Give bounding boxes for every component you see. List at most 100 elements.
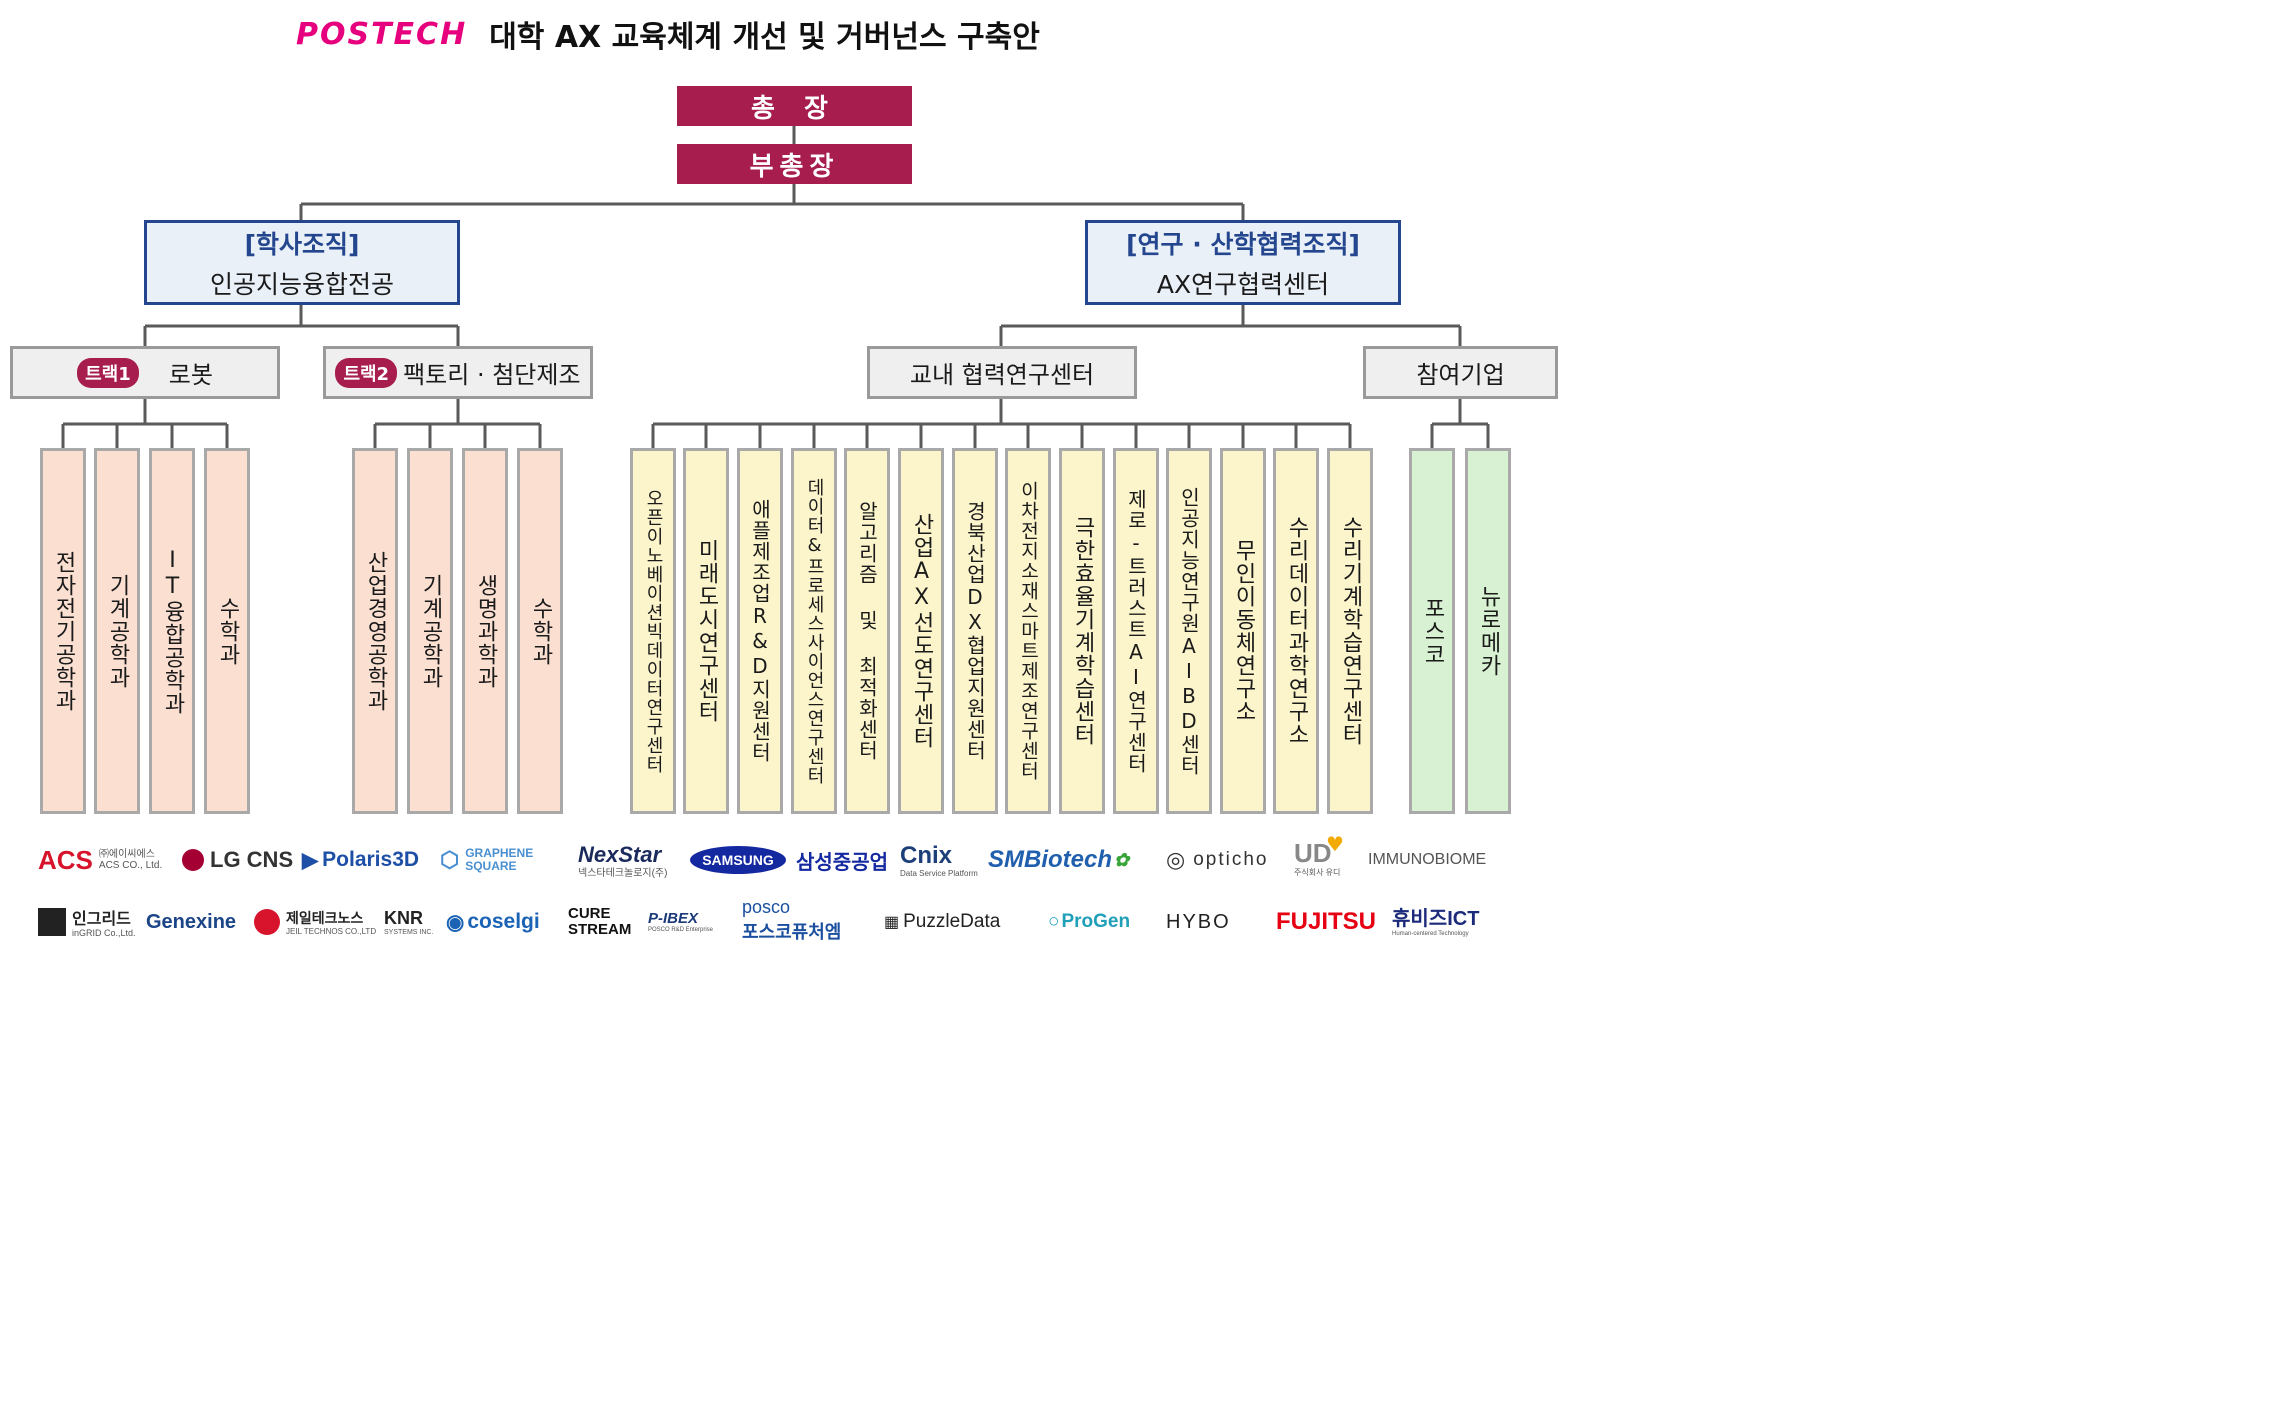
dept-label: 수학과 bbox=[528, 596, 553, 666]
logo-text: ProGen bbox=[1061, 911, 1131, 932]
research-center[interactable]: 미래도시연구센터 bbox=[683, 448, 729, 814]
logo-text: 제일테크노스 bbox=[286, 909, 364, 926]
logo-sub: inGRID Co.,Ltd. bbox=[72, 928, 136, 939]
track2-dept[interactable]: 산업경영공학과 bbox=[352, 448, 398, 814]
page-header: POSTECH 대학 AX 교육체계 개선 및 거버넌스 구축안 bbox=[296, 12, 1040, 56]
logo-cure-stream: CURE STREAM bbox=[568, 902, 632, 942]
logo-text: UD bbox=[1294, 838, 1332, 869]
logo-text: SMBiotech bbox=[988, 846, 1113, 873]
research-center[interactable]: 극한효율기계학습센터 bbox=[1059, 448, 1105, 814]
logo-opticho: ◎opticho bbox=[1166, 840, 1268, 880]
logo-genexine: Genexine bbox=[146, 906, 236, 938]
track1-dept[interactable]: 기계공학과 bbox=[94, 448, 140, 814]
logo-graphene-square: ⬡GRAPHENE SQUARE bbox=[440, 840, 560, 880]
center-label: 이차전지소재스마트제조연구센터 bbox=[1017, 481, 1040, 781]
track2-box[interactable]: 트랙2 팩토리 · 첨단제조 bbox=[323, 346, 593, 399]
research-center[interactable]: 무인이동체연구소 bbox=[1220, 448, 1266, 814]
logo-lgcns: LG CNS bbox=[182, 840, 293, 880]
logo-hybo: HYBO bbox=[1166, 906, 1231, 938]
track2-dept[interactable]: 수학과 bbox=[517, 448, 563, 814]
president-box[interactable]: 총 장 bbox=[677, 86, 912, 126]
center-label: 오픈이노베이션빅데이터연구센터 bbox=[643, 488, 664, 774]
center-label: 극한효율기계학습센터 bbox=[1070, 516, 1095, 746]
heart-icon: ♥ bbox=[1326, 832, 1344, 856]
progen-ring-icon: ○ bbox=[1048, 911, 1060, 932]
research-org-label: [연구 · 산학협력조직] bbox=[1126, 229, 1360, 259]
ingrid-square-icon bbox=[38, 908, 66, 936]
track1-box[interactable]: 트랙1 로봇 bbox=[10, 346, 280, 399]
research-center[interactable]: 경북산업DX협업지원센터 bbox=[952, 448, 998, 814]
coselgi-swirl-icon: ◉ bbox=[446, 910, 465, 934]
research-center[interactable]: 산업AX선도연구센터 bbox=[898, 448, 944, 814]
logo-text: CURE STREAM bbox=[568, 905, 632, 938]
partner-company[interactable]: 포스코 bbox=[1409, 448, 1455, 814]
logo-text: Polaris3D bbox=[322, 848, 420, 871]
logo-sub: Human-centered Technology bbox=[1392, 931, 1469, 938]
research-org-name: AX연구협력센터 bbox=[1156, 269, 1330, 299]
dept-label: 생명과학과 bbox=[473, 573, 498, 689]
center-label: 수리기계학습연구센터 bbox=[1338, 516, 1363, 746]
research-center[interactable]: 인공지능연구원AIBD센터 bbox=[1166, 448, 1212, 814]
partner-company[interactable]: 뉴로메카 bbox=[1465, 448, 1511, 814]
logo-nexstar: NexStar 넥스타테크놀로지(주) bbox=[578, 838, 667, 882]
logo-ud: UD 주식회사 유디 bbox=[1294, 834, 1340, 882]
connector-lines bbox=[61, 126, 1490, 448]
track1-dept[interactable]: 전자전기공학과 bbox=[40, 448, 86, 814]
track1-dept[interactable]: 수학과 bbox=[204, 448, 250, 814]
track1-name: 로봇 bbox=[168, 361, 213, 389]
hexagon-icon: ⬡ bbox=[440, 846, 460, 872]
logo-text: Genexine bbox=[146, 910, 237, 933]
dept-label: 전자전기공학과 bbox=[51, 550, 76, 712]
logo-text: IMMUNOBIOME bbox=[1368, 851, 1487, 868]
logo-text: PuzzleData bbox=[903, 911, 1001, 932]
logo-text: 삼성중공업 bbox=[796, 851, 888, 874]
logo-polaris3d: ▶Polaris3D bbox=[302, 840, 419, 880]
logo-sub: POSCO R&D Enterprise bbox=[648, 927, 714, 934]
campus-center-box[interactable]: 교내 협력연구센터 bbox=[867, 346, 1137, 399]
research-org-box[interactable]: [연구 · 산학협력조직] AX연구협력센터 bbox=[1085, 220, 1401, 305]
academic-org-label: [학사조직] bbox=[244, 229, 360, 259]
research-center[interactable]: 애플제조업R&D지원센터 bbox=[737, 448, 783, 814]
logo-hubiz-ict: 휴비즈ICT Human-centered Technology bbox=[1392, 900, 1479, 940]
vice-president-box[interactable]: 부총장 bbox=[677, 144, 912, 184]
research-center[interactable]: 수리기계학습연구센터 bbox=[1327, 448, 1373, 814]
track2-name: 팩토리 · 첨단제조 bbox=[403, 361, 581, 389]
logo-fujitsu: FUJITSU bbox=[1276, 904, 1376, 940]
logo-sub: ㈜에이씨에스 bbox=[98, 849, 155, 860]
page-title: 대학 AX 교육체계 개선 및 거버넌스 구축안 bbox=[489, 20, 1040, 55]
academic-org-box[interactable]: [학사조직] 인공지능융합전공 bbox=[144, 220, 460, 305]
center-label: 애플제조업R&D지원센터 bbox=[748, 499, 772, 763]
research-center[interactable]: 알고리즘 및 최적화센터 bbox=[844, 448, 890, 814]
leaf-icon: ✿ bbox=[1114, 849, 1130, 870]
logo-sub: 넥스타테크놀로지(주) bbox=[578, 867, 668, 879]
logo-text: FUJITSU bbox=[1276, 908, 1377, 935]
logo-immunobiome: IMMUNOBIOME bbox=[1368, 846, 1486, 874]
dept-label: IT융합공학과 bbox=[160, 547, 185, 715]
research-center[interactable]: 오픈이노베이션빅데이터연구센터 bbox=[630, 448, 676, 814]
logo-posco-futurem: posco 포스코퓨처엠 bbox=[742, 896, 841, 944]
dept-label: 기계공학과 bbox=[418, 573, 443, 689]
research-center[interactable]: 데이터&프로세스사이언스연구센터 bbox=[791, 448, 837, 814]
partners-box[interactable]: 참여기업 bbox=[1363, 346, 1558, 399]
logo-text: SAMSUNG bbox=[702, 852, 774, 868]
logo-text: GRAPHENE SQUARE bbox=[465, 845, 534, 873]
track1-dept[interactable]: IT융합공학과 bbox=[149, 448, 195, 814]
logo-text: opticho bbox=[1193, 849, 1269, 870]
logo-text: posco bbox=[742, 896, 791, 917]
logo-text: 휴비즈ICT bbox=[1392, 908, 1480, 931]
logo-progen: ○ProGen bbox=[1048, 906, 1130, 938]
logo-sub: ACS CO., Ltd. bbox=[98, 860, 163, 871]
lg-circle-icon bbox=[182, 849, 204, 871]
research-center[interactable]: 이차전지소재스마트제조연구센터 bbox=[1005, 448, 1051, 814]
track2-dept[interactable]: 기계공학과 bbox=[407, 448, 453, 814]
logo-sub: SYSTEMS INC. bbox=[384, 928, 434, 936]
research-center[interactable]: 수리데이터과학연구소 bbox=[1273, 448, 1319, 814]
center-label: 산업AX선도연구센터 bbox=[909, 513, 934, 749]
track2-dept[interactable]: 생명과학과 bbox=[462, 448, 508, 814]
puzzle-grid-icon: ▦ bbox=[884, 914, 900, 931]
logo-cnix: Cnix Data Service Platform bbox=[900, 838, 978, 882]
research-center[interactable]: 제로-트러스트AI연구센터 bbox=[1113, 448, 1159, 814]
